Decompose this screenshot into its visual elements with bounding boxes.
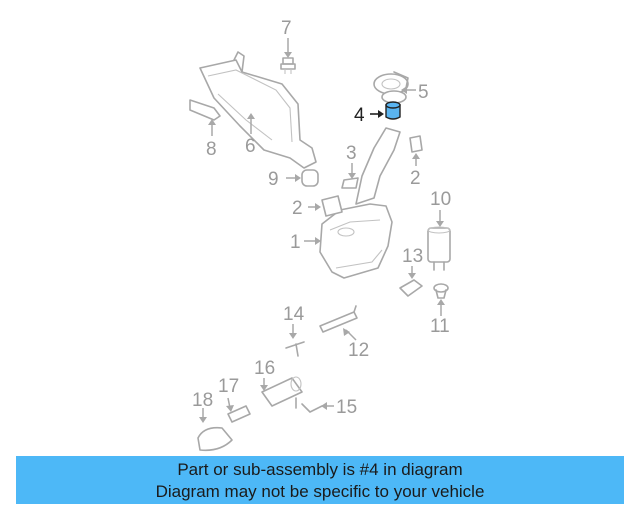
part-12-tube bbox=[319, 305, 358, 341]
label-part-3: 3 bbox=[346, 143, 357, 164]
label-part-10: 10 bbox=[430, 189, 451, 210]
label-part-2b: 2 bbox=[410, 168, 421, 189]
label-part-15: 15 bbox=[336, 397, 357, 418]
parts-diagram: 7 5 4 8 6 3 2 9 2 10 1 13 14 11 12 16 17… bbox=[189, 18, 451, 452]
part-6-bracket bbox=[199, 51, 317, 169]
label-part-5: 5 bbox=[418, 82, 429, 103]
part-10-pump bbox=[427, 210, 451, 271]
label-part-8: 8 bbox=[206, 139, 217, 160]
label-part-13: 13 bbox=[402, 246, 423, 267]
label-part-9: 9 bbox=[268, 169, 279, 190]
label-part-14: 14 bbox=[283, 304, 305, 325]
part-2a-clip bbox=[308, 195, 343, 217]
caption-line-2: Diagram may not be specific to your vehi… bbox=[155, 482, 485, 501]
label-part-7: 7 bbox=[281, 18, 292, 39]
label-part-17: 17 bbox=[218, 376, 239, 397]
caption-banner: Part or sub-assembly is #4 in diagram Di… bbox=[16, 456, 624, 504]
caption-line-1: Part or sub-assembly is #4 in diagram bbox=[177, 460, 463, 479]
label-part-4: 4 bbox=[354, 105, 365, 126]
part-1-reservoir bbox=[304, 127, 401, 279]
label-part-16: 16 bbox=[254, 358, 275, 379]
part-4-highlighted-cap bbox=[370, 101, 401, 120]
part-14-fitting bbox=[285, 324, 305, 357]
label-part-11: 11 bbox=[430, 316, 450, 337]
label-part-1: 1 bbox=[290, 232, 301, 253]
label-part-6: 6 bbox=[245, 136, 256, 157]
label-part-12: 12 bbox=[348, 340, 369, 361]
part-8-strap bbox=[189, 99, 221, 136]
part-9-grommet bbox=[286, 169, 319, 187]
part-2b-clip bbox=[409, 135, 423, 166]
part-13-connector bbox=[399, 266, 423, 297]
part-7-bolt bbox=[280, 38, 296, 74]
part-11-grommet bbox=[433, 283, 449, 316]
part-5-cap bbox=[373, 71, 416, 104]
part-3-clip bbox=[341, 163, 359, 189]
part-18-cover bbox=[197, 408, 233, 452]
part-15-hose bbox=[301, 402, 334, 413]
label-part-2a: 2 bbox=[292, 198, 303, 219]
part-16-pump bbox=[260, 376, 303, 409]
part-17-connector bbox=[226, 397, 251, 423]
label-part-18: 18 bbox=[192, 390, 213, 411]
